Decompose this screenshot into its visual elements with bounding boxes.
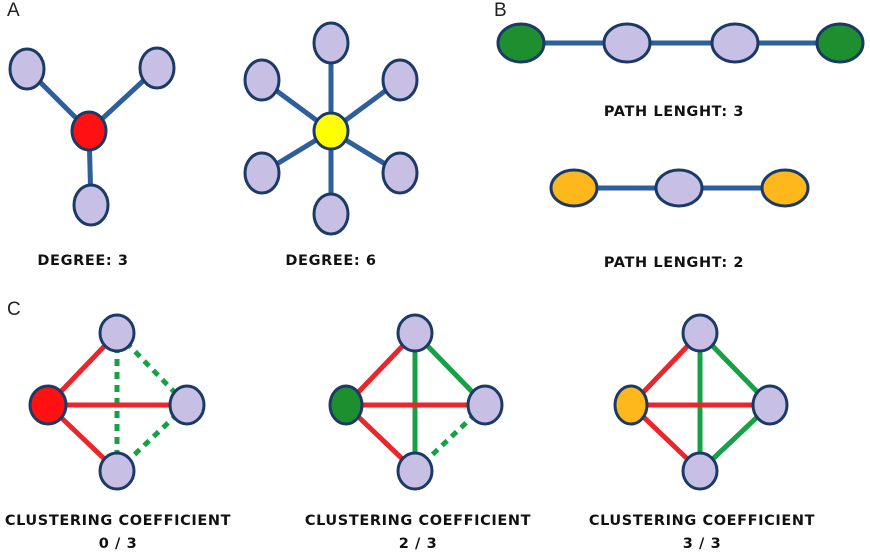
- neighbour-node-bottom: [681, 451, 719, 491]
- leaf-node-2: [243, 58, 281, 102]
- hub-node: [328, 384, 364, 426]
- panel-letter-b: B: [494, 0, 507, 21]
- clustering-0-label: CLUSTERING COEFFICIENT: [4, 513, 232, 529]
- clustering-3-of-3-graph: [613, 313, 789, 491]
- neighbour-node-right: [168, 384, 206, 426]
- path-node-1: [654, 168, 704, 208]
- clustering-3-value: 3 / 3: [682, 536, 722, 552]
- neighbour-node-top: [681, 313, 719, 353]
- hub-node: [613, 384, 649, 426]
- clustering-0-of-3-graph: [28, 313, 206, 491]
- neighbour-node-right: [751, 384, 789, 426]
- leaf-node-3: [72, 183, 110, 227]
- path-node-1: [602, 22, 652, 64]
- hub-node: [70, 110, 108, 152]
- leaf-node-3: [381, 58, 419, 102]
- clustering-0-caption: CLUSTERING COEFFICIENT 0 / 3: [5, 510, 231, 556]
- path-length-3-graph: [496, 22, 865, 64]
- clustering-2-of-3-graph: [328, 313, 504, 491]
- clustering-2-value: 2 / 3: [398, 536, 438, 552]
- hub-node: [28, 384, 68, 426]
- leaf-node-5: [381, 151, 419, 195]
- clustering-2-label: CLUSTERING COEFFICIENT: [304, 513, 532, 529]
- path-length-3-caption: PATH LENGHT: 3: [603, 104, 745, 120]
- leaf-node-1: [8, 47, 46, 91]
- endpoint-node-2: [815, 22, 865, 64]
- panel-letter-c: C: [7, 299, 21, 320]
- neighbour-node-bottom: [98, 451, 136, 491]
- path-node-2: [710, 22, 760, 64]
- leaf-node-1: [312, 21, 350, 65]
- clustering-3-label: CLUSTERING COEFFICIENT: [588, 513, 816, 529]
- clustering-3-caption: CLUSTERING COEFFICIENT 3 / 3: [589, 510, 815, 556]
- degree-6-caption: DEGREE: 6: [285, 253, 377, 269]
- endpoint-node-1: [496, 22, 546, 64]
- clustering-0-value: 0 / 3: [98, 536, 138, 552]
- degree-3-caption: DEGREE: 3: [37, 253, 129, 269]
- path-length-2-caption: PATH LENGHT: 2: [603, 255, 745, 271]
- neighbour-node-bottom: [396, 451, 434, 491]
- neighbour-node-top: [98, 313, 136, 353]
- degree-6-star-graph: [243, 21, 419, 236]
- hub-node: [312, 111, 350, 151]
- degree-3-star-graph: [8, 46, 176, 227]
- leaf-node-4: [243, 151, 281, 195]
- path-length-2-graph: [549, 168, 810, 208]
- neighbour-node-top: [396, 313, 434, 353]
- leaf-node-2: [138, 46, 176, 90]
- endpoint-node-2: [760, 168, 810, 208]
- clustering-2-caption: CLUSTERING COEFFICIENT 2 / 3: [305, 510, 531, 556]
- leaf-node-6: [312, 192, 350, 236]
- panel-letter-a: A: [7, 0, 20, 21]
- neighbour-node-right: [466, 384, 504, 426]
- endpoint-node-1: [549, 168, 599, 208]
